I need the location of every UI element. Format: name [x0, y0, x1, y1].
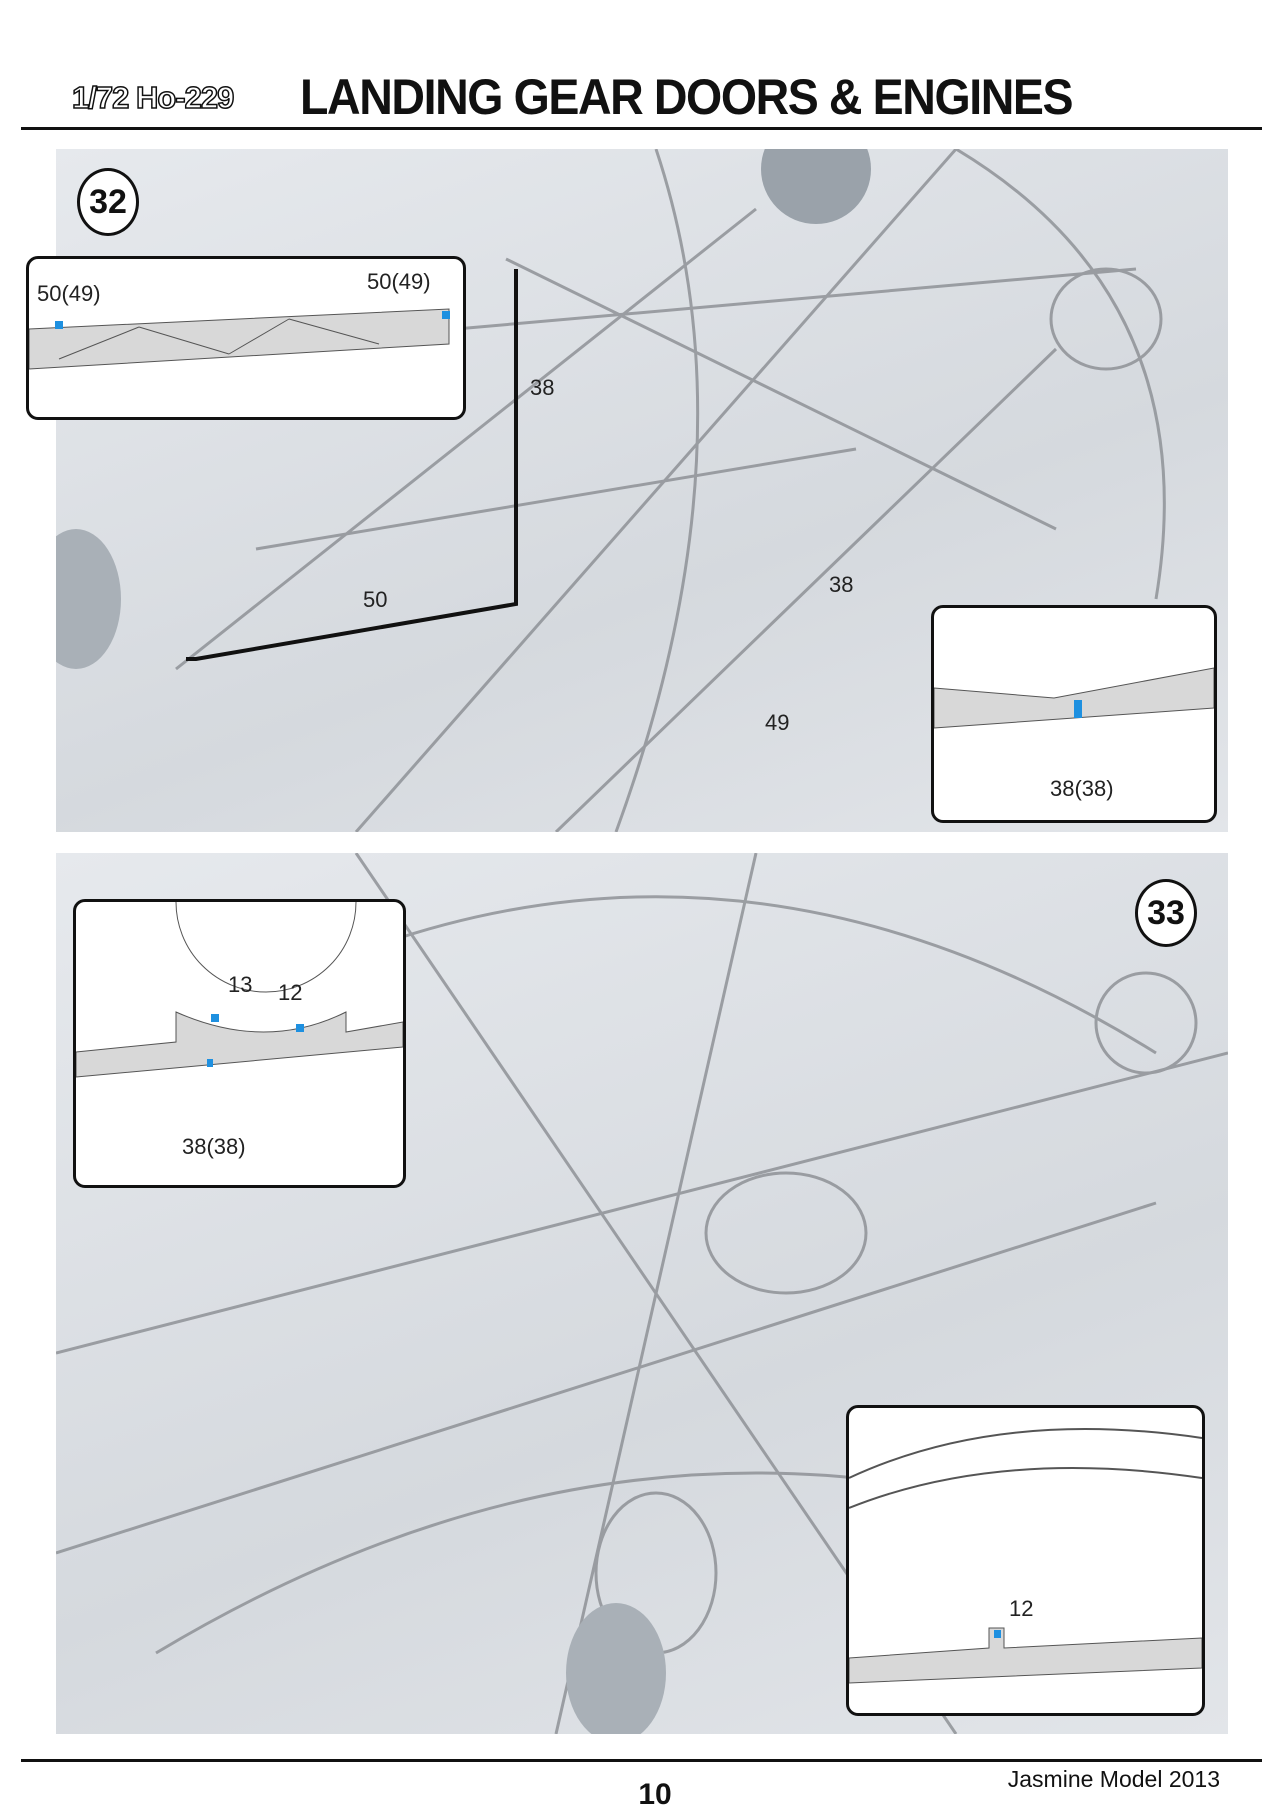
- part-38-diagram: [934, 667, 1214, 729]
- frame-structure-illustration: [56, 853, 1228, 1734]
- label-50: 50: [363, 587, 388, 612]
- step-number-32: 32: [77, 168, 139, 236]
- label-49: 49: [765, 710, 790, 735]
- label-13: 13: [228, 972, 253, 997]
- highlight-marker: [1074, 700, 1082, 718]
- highlight-marker: [207, 1059, 213, 1067]
- label-50-49-right: 50(49): [367, 269, 431, 294]
- highlight-marker: [55, 321, 63, 329]
- parts-12-13-diagram: [76, 902, 403, 1078]
- model-name: 1/72 Ho-229: [71, 79, 235, 116]
- brand-credit: Jasmine Model 2013: [1007, 1766, 1220, 1792]
- label-38-a: 38: [530, 375, 555, 400]
- highlight-marker: [296, 1024, 304, 1032]
- highlight-marker: [994, 1630, 1001, 1638]
- label-38-38: 38(38): [1050, 776, 1114, 801]
- part-12-diagram: [849, 1428, 1202, 1684]
- page-number: 10: [638, 1778, 672, 1811]
- label-38-b: 38: [829, 572, 854, 597]
- callout-detail-13-12: 13 12 38(38): [73, 899, 406, 1188]
- page-title: LANDING GEAR DOORS & ENGINES: [300, 69, 1074, 125]
- label-38-38: 38(38): [182, 1134, 246, 1159]
- callout-detail-38: 38(38): [931, 605, 1217, 823]
- callout-detail-50: 50(49) 50(49): [26, 256, 466, 420]
- header-divider: [21, 127, 1262, 130]
- label-50-49-left: 50(49): [37, 281, 101, 306]
- part-50-diagram: [29, 308, 450, 370]
- highlight-marker: [211, 1014, 219, 1022]
- label-12: 12: [278, 980, 303, 1005]
- step-number-33: 33: [1135, 879, 1197, 947]
- footer-divider: [21, 1759, 1262, 1762]
- label-12: 12: [1009, 1596, 1034, 1621]
- frame-structure-illustration: [56, 149, 1166, 832]
- callout-detail-12: 12: [846, 1405, 1205, 1716]
- highlight-marker: [442, 311, 450, 319]
